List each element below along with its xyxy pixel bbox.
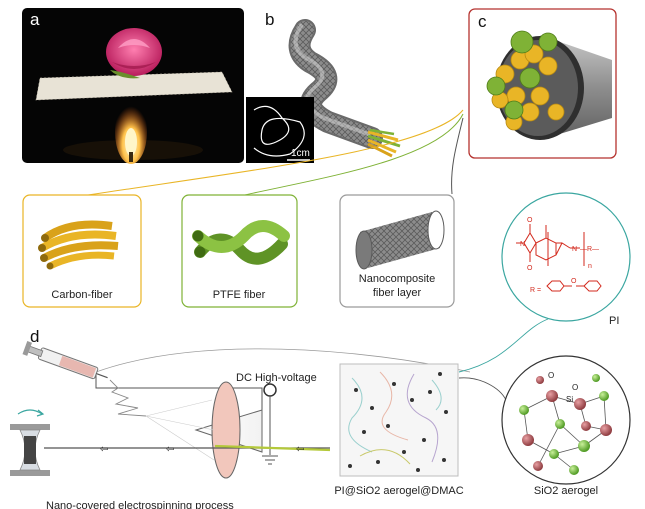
nano-label-line1: Nanocomposite <box>359 273 435 285</box>
panel-label-d: d <box>30 327 39 346</box>
connector-ptfe <box>239 113 464 197</box>
pi-oxygen-2: O <box>527 265 533 272</box>
pi-connector <box>458 318 549 373</box>
scale-bar-label: 1cm <box>291 148 310 159</box>
nano-mesh-tube <box>355 210 445 270</box>
cable-core <box>486 30 565 131</box>
syringe <box>22 341 108 380</box>
winding-bobbin <box>10 409 50 476</box>
feed-line <box>95 348 471 373</box>
pi-monomer <box>516 224 585 266</box>
panel-label-a: a <box>30 10 40 29</box>
carbon-label: Carbon-fiber <box>51 289 112 301</box>
carbon-fiber-bundle <box>38 220 119 270</box>
rose <box>106 28 162 76</box>
panel-label-c: c <box>478 12 487 31</box>
flow-arrow-2: ⇦ <box>166 444 174 455</box>
pi-circle <box>501 192 631 322</box>
solution-container <box>339 363 459 477</box>
pi-nitrogen-2: N <box>572 246 577 253</box>
aerogel-si-label: Si <box>566 395 573 404</box>
solution-particles <box>348 372 448 472</box>
pi-r-equals: R = <box>530 287 541 294</box>
pi-repeat-n: n <box>588 263 592 270</box>
component-carbon: Carbon-fiber <box>22 194 142 308</box>
pi-r-diphenyl-ether <box>546 280 602 292</box>
pi-ether-oxygen: O <box>571 278 577 285</box>
polymer-jet <box>109 379 147 417</box>
aerogel-atoms <box>519 374 612 475</box>
solution-caption: PI@SiO2 aerogel@DMAC <box>334 485 463 497</box>
rope-fiber-ends <box>367 128 401 158</box>
component-nano: Nanocomposite fiber layer <box>339 194 455 308</box>
aerogel-o-label-2: O <box>572 383 578 392</box>
connector-nano <box>451 117 464 195</box>
pi-structure: O O N N —R— n R = O PI <box>501 192 631 327</box>
process-caption: Nano-covered electrospinning process <box>46 500 234 509</box>
aerogel-circle <box>501 355 631 485</box>
solution-fibers <box>348 371 442 465</box>
pi-oxygen-1: O <box>527 217 533 224</box>
panel-label-b: b <box>265 10 274 29</box>
voltage-label: DC High-voltage <box>236 372 317 384</box>
cone-opening <box>211 381 241 479</box>
pi-r-group: —R— <box>580 246 599 253</box>
ptfe-label: PTFE fiber <box>213 289 266 301</box>
pi-label: PI <box>609 315 619 327</box>
flow-arrow-1: ⇦ <box>100 444 108 455</box>
ptfe-fiber-twist <box>192 220 290 265</box>
aerogel-o-label-1: O <box>548 371 554 380</box>
pi-nitrogen-1: N <box>520 241 525 248</box>
voltage-source <box>263 383 277 397</box>
component-ptfe: PTFE fiber <box>181 194 298 308</box>
panel-c: c <box>468 8 617 159</box>
panel-d: d DC High-voltage ⇦ ⇦ ⇦ <box>10 318 631 509</box>
voltage-wire <box>95 372 263 428</box>
fabric-sample <box>36 72 232 100</box>
aerogel-caption: SiO2 aerogel <box>534 485 598 497</box>
panel-b: b 1cm <box>246 10 401 163</box>
connector-carbon <box>81 109 464 197</box>
panel-a: a <box>22 8 244 164</box>
rope-loop <box>253 105 305 157</box>
aerogel-connector <box>458 377 507 401</box>
covered-yarn <box>214 444 331 452</box>
connector-curves <box>81 109 464 197</box>
nano-label-line2: fiber layer <box>373 287 422 299</box>
flow-arrow-3: ⇦ <box>296 444 304 455</box>
rotation-arrow <box>17 409 43 415</box>
